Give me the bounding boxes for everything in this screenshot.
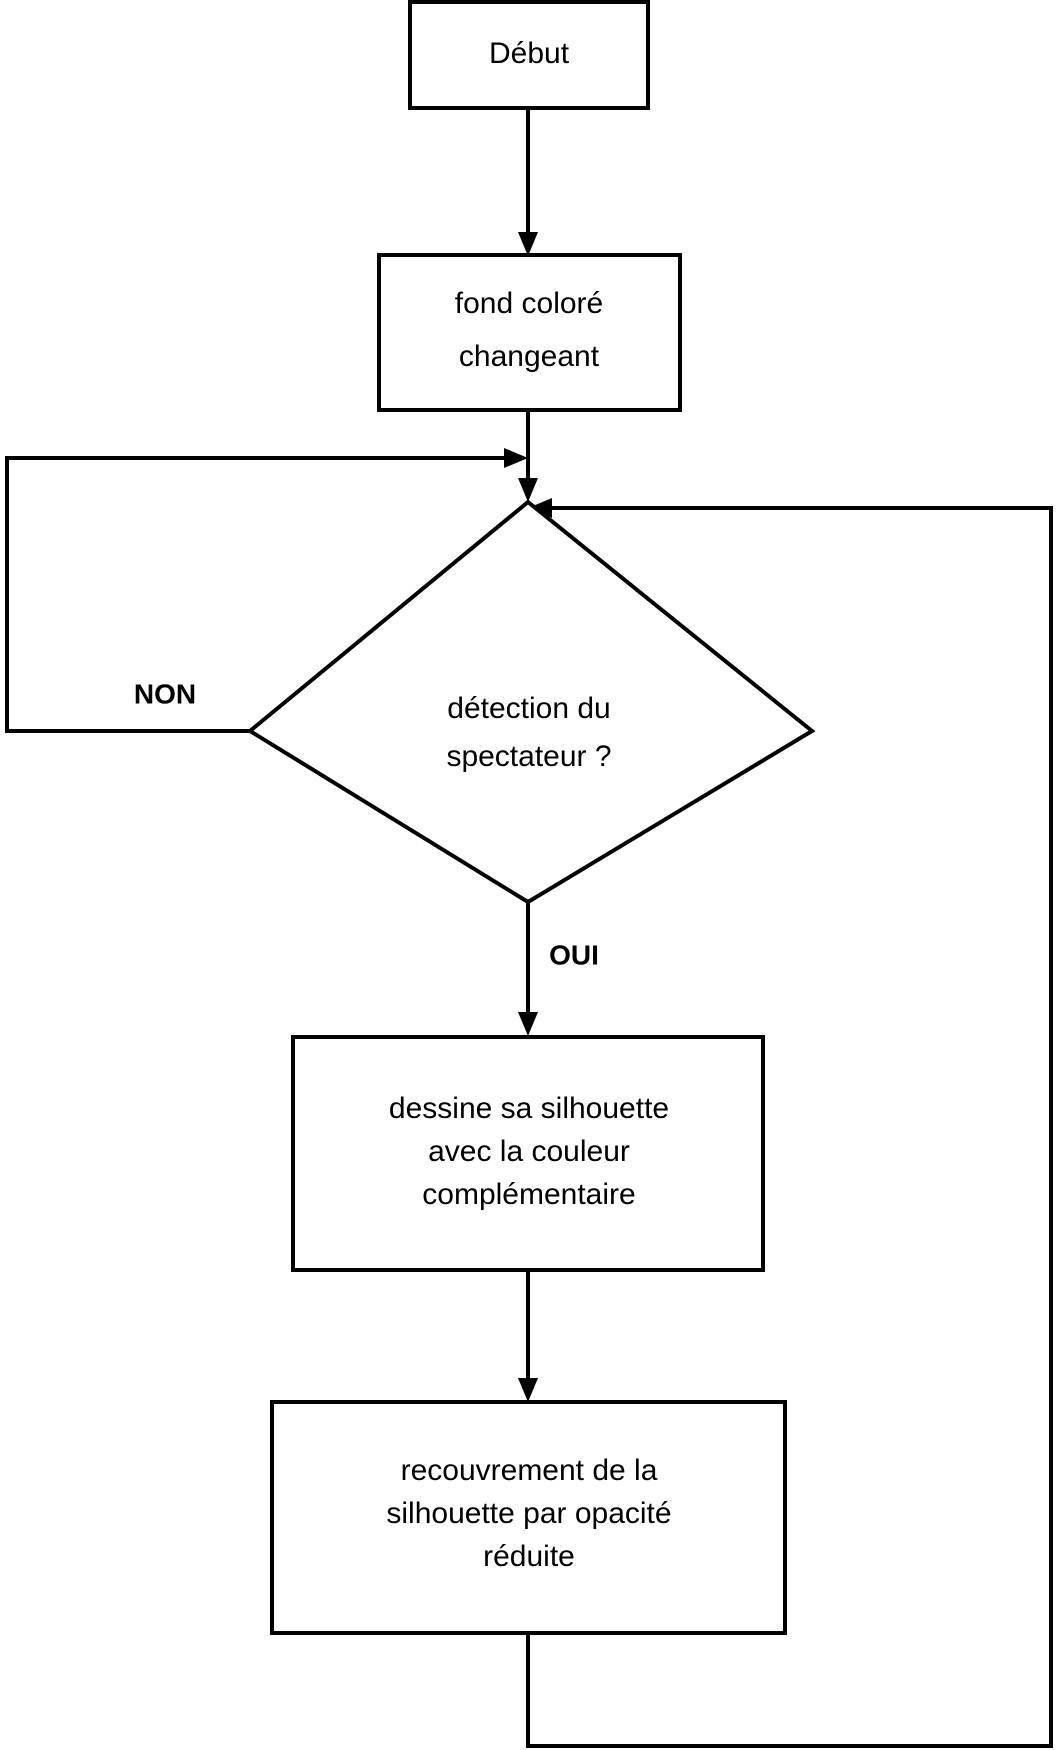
node-overlay-label-line1: recouvrement de la	[401, 1454, 658, 1487]
node-overlay-label-line2: silhouette par opacité	[386, 1497, 671, 1530]
node-decision-label-line1: détection du	[447, 692, 610, 725]
arrowhead-icon	[528, 498, 552, 518]
node-start-shape	[408, 0, 650, 110]
edge-decision-no-loop	[5, 448, 528, 733]
arrowhead-icon	[518, 478, 538, 502]
node-overlay-shape	[270, 1400, 787, 1635]
node-draw-silhouette-label-line1: dessine sa silhouette	[389, 1092, 669, 1125]
node-draw-silhouette-shape	[291, 1035, 765, 1272]
edge-overlay-return	[526, 498, 1053, 1748]
node-decision-label-line2: spectateur ?	[446, 740, 611, 773]
arrowhead-icon	[518, 232, 538, 256]
arrowhead-icon	[504, 448, 528, 468]
arrowhead-icon	[518, 1012, 538, 1036]
edge-background-to-decision	[518, 410, 538, 502]
node-decision[interactable]: détection du spectateur ?	[246, 499, 816, 905]
node-background-label-line1: fond coloré	[455, 287, 603, 320]
node-draw-silhouette-label-line2: avec la couleur	[428, 1135, 630, 1168]
node-overlay-label-line3: réduite	[483, 1540, 575, 1573]
node-draw-silhouette[interactable]: dessine sa silhouette avec la couleur co…	[291, 1035, 765, 1272]
edge-draw-to-overlay	[518, 1270, 538, 1402]
node-draw-silhouette-label-line3: complémentaire	[422, 1178, 635, 1211]
node-start-label: Début	[489, 37, 570, 70]
arrowhead-icon	[518, 1378, 538, 1402]
node-background-shape	[377, 253, 682, 412]
node-background-label-line2: changeant	[459, 340, 600, 373]
edge-decision-yes	[518, 902, 538, 1036]
node-background[interactable]: fond coloré changeant	[377, 253, 682, 412]
branch-label-yes: OUI	[549, 939, 599, 970]
node-start[interactable]: Début	[408, 0, 650, 110]
edge-start-to-background	[518, 108, 538, 256]
node-decision-shape	[246, 499, 816, 905]
node-overlay[interactable]: recouvrement de la silhouette par opacit…	[270, 1400, 787, 1635]
branch-label-no: NON	[134, 678, 196, 709]
